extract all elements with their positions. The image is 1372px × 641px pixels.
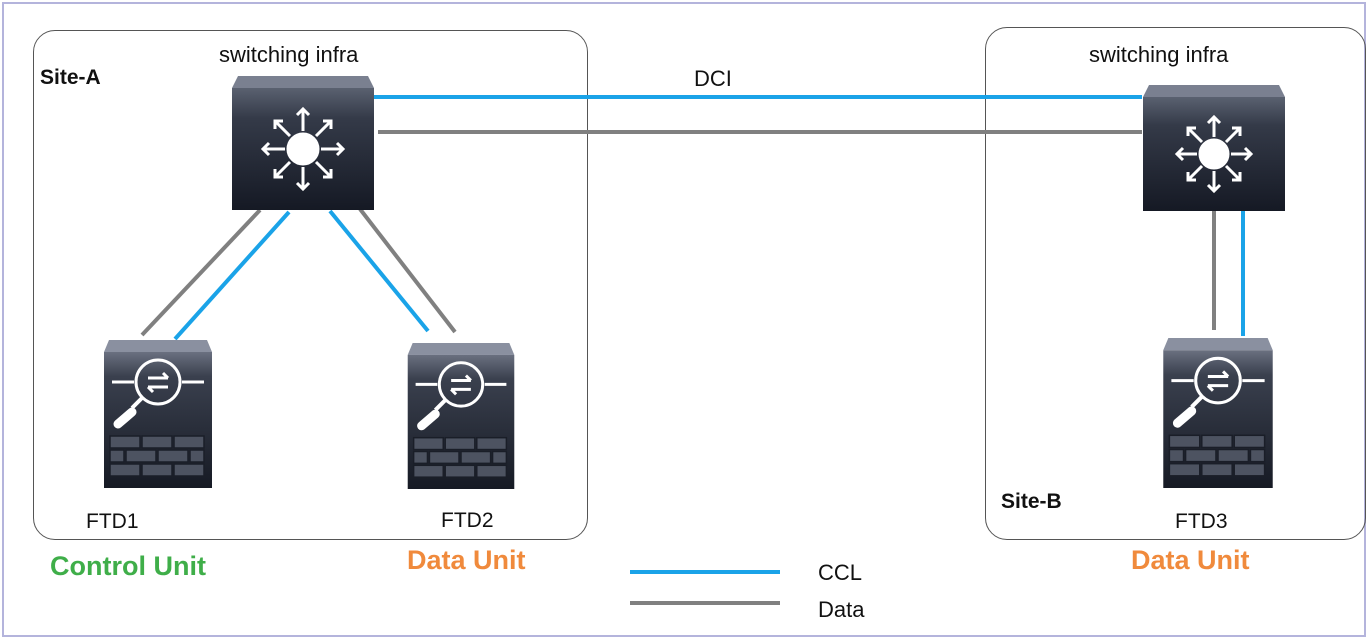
ftd3-role-label: Data Unit xyxy=(1131,545,1250,575)
dci-label: DCI xyxy=(694,66,732,91)
ftd2-role-label: Data Unit xyxy=(407,545,526,575)
legend-data-label: Data xyxy=(818,597,865,622)
ftd1-ccl-link xyxy=(173,210,291,341)
ftd1-firewall-icon xyxy=(104,340,212,488)
site-a-box xyxy=(33,30,588,540)
ftd1-data-link xyxy=(140,208,262,337)
legend-ccl-label: CCL xyxy=(818,560,863,585)
ftd1-role-label: Control Unit xyxy=(50,551,206,581)
ftd2-data-link xyxy=(358,207,457,334)
ftd2-firewall-icon xyxy=(407,342,515,489)
site-b-switch-icon xyxy=(1143,85,1285,211)
ftd3-label: FTD3 xyxy=(1175,510,1228,533)
ftd2-label: FTD2 xyxy=(441,509,494,532)
site-b-label: Site-B xyxy=(1001,490,1062,513)
site-b-switch-label: switching infra xyxy=(1089,42,1229,67)
ftd2-ccl-link xyxy=(328,209,430,333)
site-a-switch-icon xyxy=(232,76,374,210)
ftd1-label: FTD1 xyxy=(86,510,139,533)
ftd3-firewall-icon xyxy=(1163,338,1273,488)
site-a-label: Site-A xyxy=(40,66,101,89)
site-b-box xyxy=(985,27,1366,540)
site-a-switch-label: switching infra xyxy=(219,42,359,67)
